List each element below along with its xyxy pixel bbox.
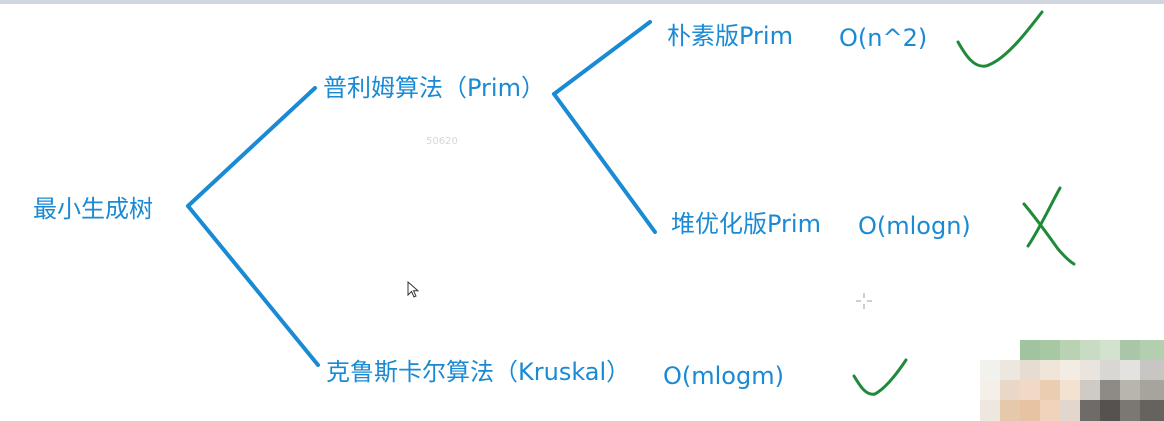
mouse-pointer-icon (407, 281, 419, 298)
complexity-heap-prim: O(mlogn) (858, 212, 971, 240)
window-top-border (0, 0, 1164, 4)
complexity-kruskal: O(mlogm) (663, 362, 784, 390)
node-kruskal-algorithm: 克鲁斯卡尔算法（Kruskal） (326, 358, 631, 386)
node-minimum-spanning-tree: 最小生成树 (33, 195, 153, 223)
edge-prim-to-naive (552, 20, 652, 96)
edge-prim-to-heap (552, 92, 657, 234)
node-naive-prim: 朴素版Prim (667, 22, 793, 50)
edge-root-to-kruskal (186, 204, 320, 367)
edge-root-to-prim (186, 86, 317, 208)
crosshair-cursor-icon (856, 293, 872, 309)
node-heap-optimized-prim: 堆优化版Prim (671, 210, 821, 238)
cross-mark-heap-prim (1022, 186, 1076, 266)
check-mark-kruskal (852, 358, 908, 396)
complexity-naive-prim: O(n^2) (839, 24, 928, 52)
node-prim-algorithm: 普利姆算法（Prim） (323, 74, 545, 102)
watermark-text: 50620 (426, 136, 458, 147)
check-mark-naive-prim (956, 10, 1044, 68)
pixelated-webcam-overlay (980, 340, 1164, 421)
